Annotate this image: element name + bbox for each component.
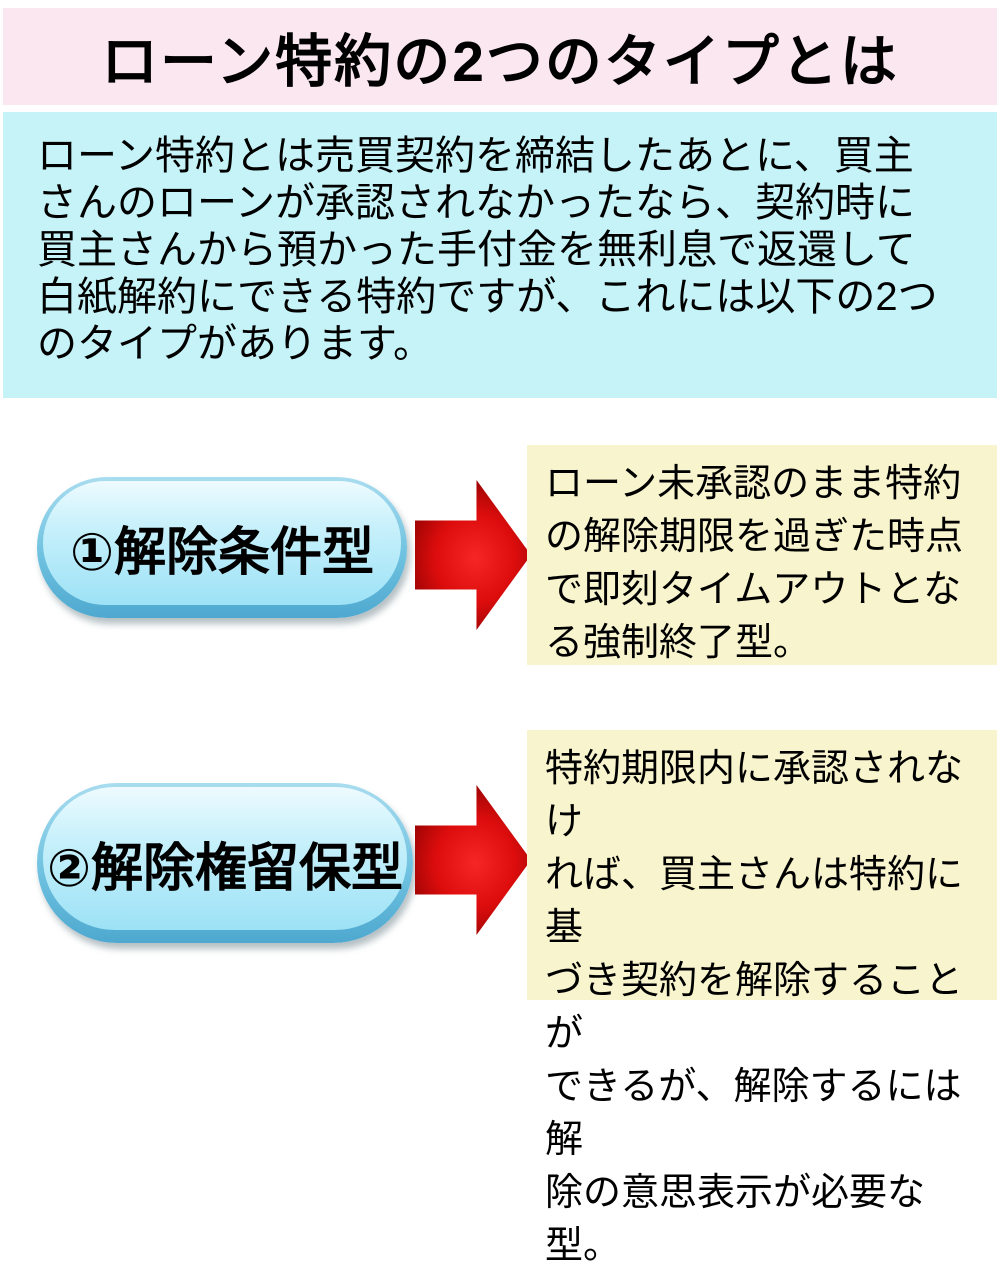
type2-pill-label: ②解除権留保型 xyxy=(46,839,404,898)
type2-desc-box: 特約期限内に承認されなけ れば、買主さんは特約に基 づき契約を解除することが で… xyxy=(527,730,997,1267)
pill-gloss xyxy=(43,787,407,930)
type1-desc-box: ローン未承認のまま特約 の解除期限を過ぎた時点 で即刻タイムアウトとな る強制終… xyxy=(527,445,997,665)
intro-box: ローン特約とは売買契約を締結したあとに、買主 さんのローンが承認されなかったなら… xyxy=(3,112,997,398)
type1-pill-label: ①解除条件型 xyxy=(69,524,375,582)
pill-gloss xyxy=(43,481,401,605)
title-bar: ローン特約の2つのタイプとは xyxy=(3,8,997,105)
page-title: ローン特約の2つのタイプとは xyxy=(101,29,899,94)
type2-desc-text: 特約期限内に承認されなけ れば、買主さんは特約に基 づき契約を解除することが で… xyxy=(545,748,964,1267)
type2-pill: ②解除権留保型 xyxy=(37,783,413,943)
type1-desc-text: ローン未承認のまま特約 の解除期限を過ぎた時点 で即刻タイムアウトとな る強制終… xyxy=(545,463,964,664)
type1-pill: ①解除条件型 xyxy=(37,477,407,618)
red-arrow-icon xyxy=(415,785,531,935)
intro-text: ローン特約とは売買契約を締結したあとに、買主 さんのローンが承認されなかったなら… xyxy=(37,134,938,366)
red-arrow-icon xyxy=(415,480,531,630)
